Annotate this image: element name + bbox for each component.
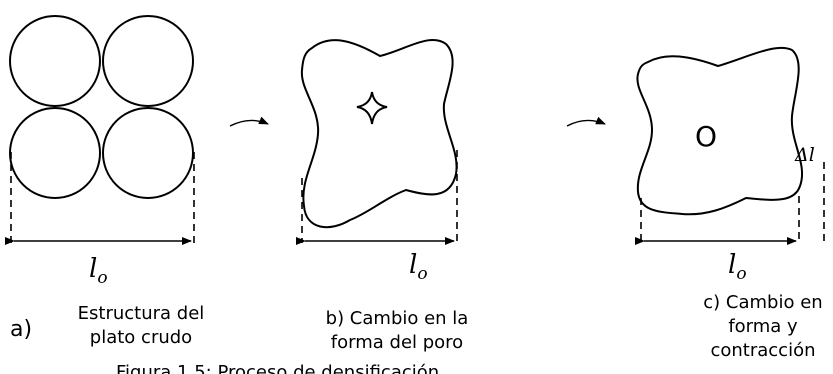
- caption-line-1: b) Cambio en la: [326, 308, 469, 329]
- particle-bottom-left: [9, 107, 101, 199]
- particle-outline: [636, 46, 803, 216]
- panel-letter: a): [10, 317, 32, 342]
- caption-line-2: plato crudo: [90, 327, 192, 348]
- caption-line-2: forma y: [728, 316, 798, 337]
- caption-line-2: forma del poro: [331, 332, 463, 353]
- delta-label: Δl: [794, 144, 815, 166]
- particle-top-right: [102, 15, 194, 107]
- caption-line-3: contracción: [710, 340, 815, 361]
- transition-arrow-1: [229, 116, 269, 127]
- caption-line-1: Estructura del: [78, 303, 205, 324]
- dimension-label: lo: [409, 250, 428, 284]
- figure-caption: Figura 1.5: Proceso de densificación: [116, 362, 439, 374]
- pore-label: O: [695, 120, 717, 153]
- dimension-label: lo: [728, 250, 747, 284]
- transition-arrow-2: [566, 116, 606, 127]
- particle-bottom-right: [102, 107, 194, 199]
- panel-a: lo a) Estructura del plato crudo: [5, 15, 205, 348]
- caption-line-1: c) Cambio en: [703, 292, 822, 313]
- dimension-label: lo: [89, 254, 108, 288]
- panel-b: lo b) Cambio en la forma del poro: [296, 38, 469, 353]
- particle-top-left: [9, 15, 101, 107]
- panel-c: O Δl lo c) Cambio en forma y contracción: [635, 46, 825, 361]
- particle-outline: [300, 38, 458, 229]
- pore-shape: [356, 91, 388, 125]
